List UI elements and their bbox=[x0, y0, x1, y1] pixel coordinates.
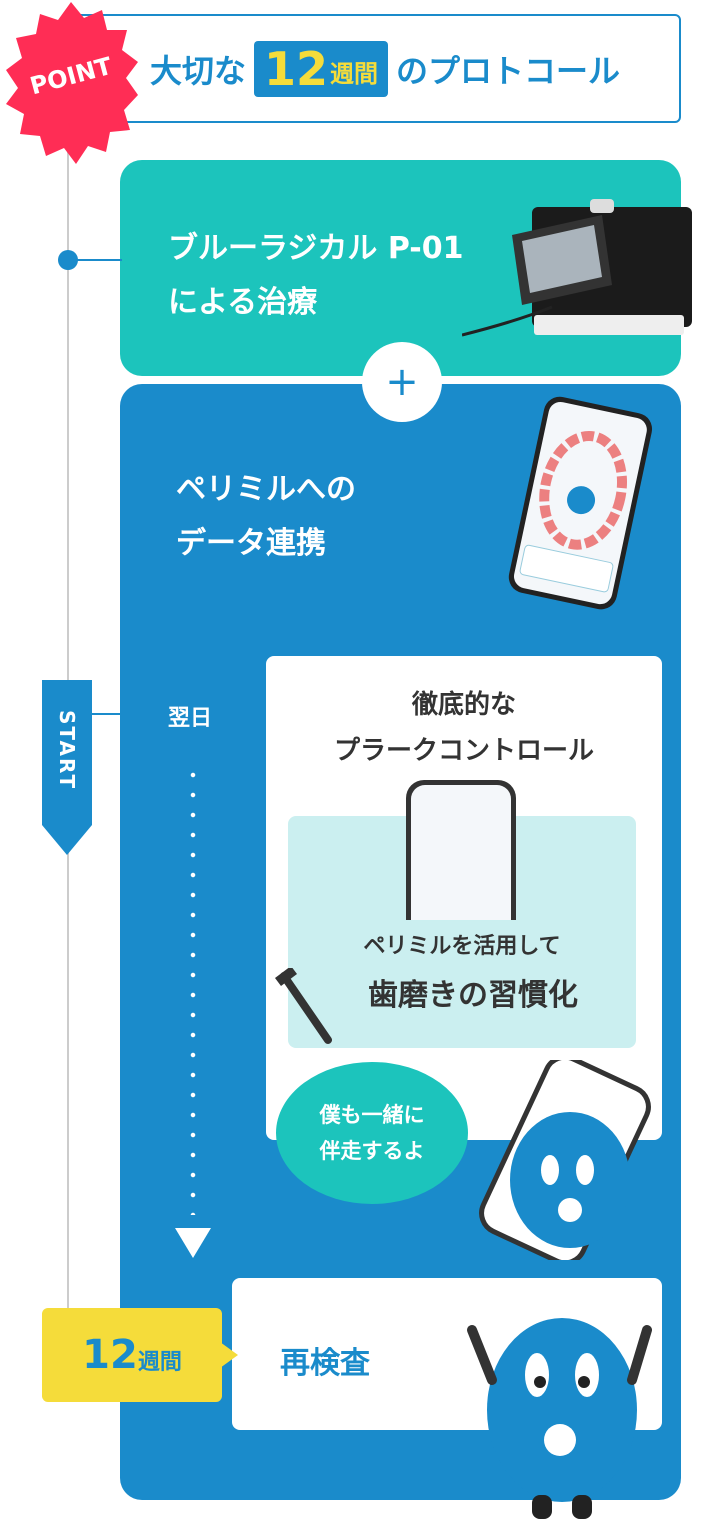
timeline-dot bbox=[58, 250, 78, 270]
bubble-line2: 伴走するよ bbox=[319, 1139, 425, 1163]
habit-subtitle: ペリミルを活用して bbox=[363, 934, 561, 959]
speech-bubble: 僕も一緒に伴走するよ bbox=[276, 1062, 468, 1204]
recheck-label: 再検査 bbox=[280, 1346, 370, 1381]
habit-title: 歯磨きの習慣化 bbox=[368, 978, 578, 1013]
phone-app-image bbox=[508, 396, 653, 610]
title-pre: 大切な bbox=[150, 52, 247, 90]
control-line2: プラークコントロール bbox=[333, 736, 594, 766]
mascot-image bbox=[467, 1318, 652, 1519]
weeks-number: 12 bbox=[82, 1332, 138, 1378]
connector bbox=[76, 259, 122, 261]
marker-pointer bbox=[220, 1342, 238, 1368]
connector bbox=[92, 713, 122, 715]
start-marker bbox=[42, 680, 92, 855]
step-treatment-text: ブルーラジカル P-01 による治療 bbox=[168, 222, 464, 330]
step1-line1: ブルーラジカル P-01 bbox=[168, 231, 464, 266]
phone-app-image bbox=[406, 780, 516, 920]
arrow-down-icon bbox=[175, 1228, 211, 1258]
start-label: START bbox=[55, 709, 79, 791]
plaque-control-title: 徹底的なプラークコントロール bbox=[266, 682, 662, 774]
step-data-text: ペリミルへのデータ連携 bbox=[176, 463, 356, 571]
point-badge: POINT bbox=[6, 2, 138, 164]
weeks-unit: 週間 bbox=[137, 1350, 182, 1375]
plus-icon: + bbox=[362, 342, 442, 422]
control-line1: 徹底的な bbox=[411, 690, 516, 720]
next-day-label: 翌日 bbox=[168, 706, 213, 731]
toothbrush-icon bbox=[275, 968, 332, 1044]
mascot-phone-image bbox=[479, 1060, 651, 1260]
title-post: のプロトコール bbox=[396, 52, 621, 90]
highlight-unit: 週間 bbox=[330, 60, 379, 88]
step2-line2: データ連携 bbox=[176, 526, 326, 561]
step2-line1: ペリミルへの bbox=[176, 472, 356, 507]
dotted-timeline bbox=[190, 765, 196, 1215]
bubble-line1: 僕も一緒に bbox=[319, 1103, 425, 1127]
step1-line2: による治療 bbox=[168, 285, 318, 320]
device-image bbox=[462, 199, 692, 337]
highlight-number: 12 bbox=[264, 42, 329, 96]
